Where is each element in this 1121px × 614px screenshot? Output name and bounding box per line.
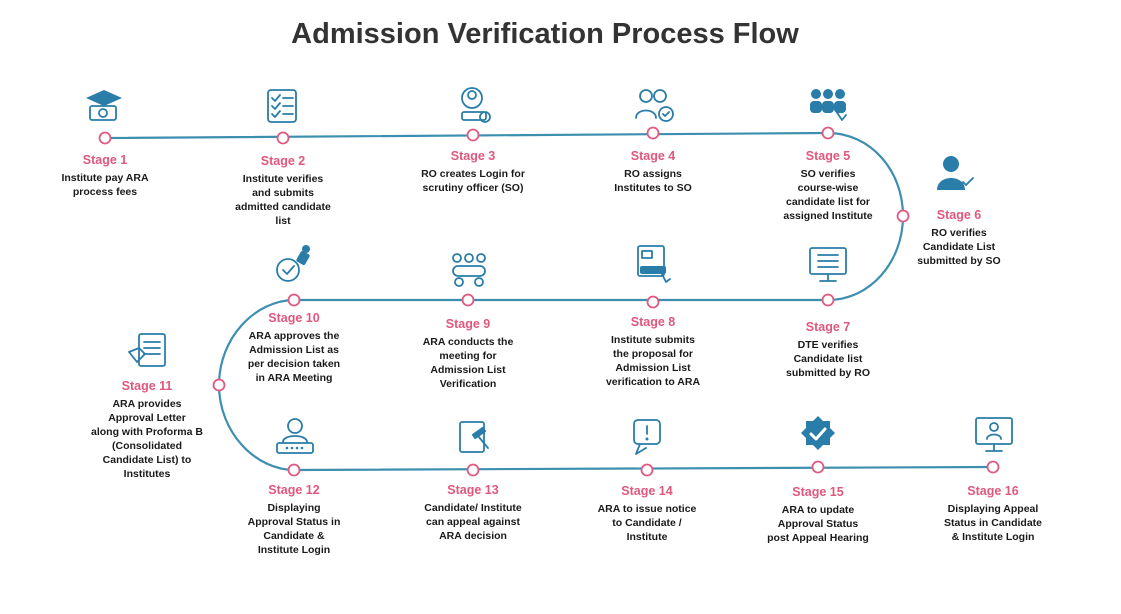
user-login-icon bbox=[461, 87, 491, 123]
stage-description: ARA conducts the meeting for Admission L… bbox=[422, 336, 514, 390]
stage-7: Stage 7 DTE verifies Candidate list submi… bbox=[748, 320, 908, 380]
stage-node bbox=[896, 209, 910, 223]
stage-label: Stage 16 bbox=[967, 484, 1019, 498]
stage-description: RO assigns Institutes to SO bbox=[614, 168, 692, 194]
stage-label: Stage 1 bbox=[82, 153, 128, 167]
stage-label: Stage 9 bbox=[445, 317, 491, 331]
stage-15: Stage 15 ARA to update Approval Status po… bbox=[738, 485, 898, 545]
stage-2: Stage 2 Institute verifies and submits ad… bbox=[203, 154, 363, 228]
user-password-icon bbox=[276, 418, 314, 454]
stage-description: Institute pay ARA process fees bbox=[61, 172, 149, 198]
stage-label: Stage 12 bbox=[268, 483, 320, 497]
stage-node bbox=[821, 126, 835, 140]
stage-description: Institute verifies and submits admitted … bbox=[235, 173, 331, 227]
stage-12: Stage 12 Displaying Approval Status in Ca… bbox=[214, 483, 374, 557]
page-title: Admission Verification Process Flow bbox=[291, 18, 799, 50]
stage-description: Institute submits the proposal for Admis… bbox=[605, 334, 701, 388]
checklist-icon bbox=[267, 89, 297, 123]
submit-form-icon bbox=[637, 245, 671, 283]
stage-4: Stage 4 RO assigns Institutes to SO bbox=[573, 149, 733, 195]
stage-10: Stage 10 ARA approves the Admission List … bbox=[214, 311, 374, 385]
stage-label: Stage 5 bbox=[805, 149, 851, 163]
stage-16: Stage 16 Displaying Appeal Status in Cand… bbox=[913, 484, 1073, 544]
stage-label: Stage 3 bbox=[450, 149, 496, 163]
stage-description: Candidate/ Institute can appeal against … bbox=[424, 502, 522, 542]
stage-label: Stage 6 bbox=[936, 208, 982, 222]
stage-node bbox=[640, 463, 654, 477]
stage-node bbox=[461, 293, 475, 307]
flow-path bbox=[104, 131, 994, 472]
appeal-gavel-icon bbox=[459, 421, 489, 453]
stage-label: Stage 4 bbox=[630, 149, 676, 163]
team-pointer-icon bbox=[810, 89, 847, 121]
stage-description: ARA approves the Admission List as per d… bbox=[247, 330, 341, 384]
stage-node bbox=[98, 131, 112, 145]
stage-node bbox=[287, 293, 301, 307]
notice-icon bbox=[633, 419, 661, 455]
stage-description: ARA to update Approval Status post Appea… bbox=[767, 504, 869, 544]
stage-node bbox=[811, 460, 825, 474]
stage-label: Stage 11 bbox=[121, 379, 173, 393]
stage-8: Stage 8 Institute submits the proposal fo… bbox=[573, 315, 733, 389]
stage-label: Stage 8 bbox=[630, 315, 676, 329]
stage-description: SO verifies course-wise candidate list f… bbox=[783, 168, 873, 222]
stage-description: ARA to issue notice to Candidate / Insti… bbox=[597, 503, 697, 543]
user-check-icon bbox=[937, 156, 974, 190]
stage-node bbox=[821, 293, 835, 307]
stage-description: DTE verifies Candidate list submitted by… bbox=[785, 339, 870, 379]
stage-description: Displaying Approval Status in Candidate … bbox=[247, 502, 341, 556]
stage-description: ARA provides Approval Letter along with … bbox=[90, 398, 203, 480]
stage-9: Stage 9 ARA conducts the meeting for Admi… bbox=[388, 317, 548, 391]
stage-label: Stage 10 bbox=[268, 311, 320, 325]
stage-description: RO verifies Candidate List submitted by … bbox=[917, 227, 1001, 267]
stage-label: Stage 15 bbox=[792, 485, 844, 499]
graduation-cap-money-icon bbox=[86, 90, 122, 121]
monitor-user-icon bbox=[975, 417, 1013, 452]
stage-node bbox=[986, 460, 1000, 474]
stage-6: Stage 6 RO verifies Candidate List submit… bbox=[879, 208, 1039, 268]
stage-node bbox=[646, 126, 660, 140]
stage-node bbox=[276, 131, 290, 145]
meeting-icon bbox=[452, 253, 486, 287]
approval-letter-icon bbox=[128, 333, 166, 367]
monitor-list-icon bbox=[809, 247, 847, 282]
stage-label: Stage 13 bbox=[447, 483, 499, 497]
stage-label: Stage 14 bbox=[621, 484, 673, 498]
stage-node bbox=[287, 463, 301, 477]
stage-5: Stage 5 SO verifies course-wise candidate… bbox=[748, 149, 908, 223]
stage-node bbox=[212, 378, 226, 392]
stage-1: Stage 1 Institute pay ARA process fees bbox=[25, 153, 185, 199]
stage-node bbox=[466, 463, 480, 477]
stage-node bbox=[646, 295, 660, 309]
stage-description: Displaying Appeal Status in Candidate & … bbox=[943, 503, 1042, 543]
stage-label: Stage 2 bbox=[260, 154, 306, 168]
stage-label: Stage 7 bbox=[805, 320, 851, 334]
stage-14: Stage 14 ARA to issue notice to Candidate… bbox=[567, 484, 727, 544]
approval-stamp-icon bbox=[276, 245, 310, 282]
stage-3: Stage 3 RO creates Login for scrutiny off… bbox=[393, 149, 553, 195]
verified-badge-icon bbox=[801, 416, 835, 450]
stage-11: Stage 11 ARA provides Approval Letter alo… bbox=[67, 379, 227, 481]
stage-13: Stage 13 Candidate/ Institute can appeal … bbox=[393, 483, 553, 543]
users-assign-icon bbox=[635, 89, 674, 122]
stage-node bbox=[466, 128, 480, 142]
stage-description: RO creates Login for scrutiny officer (S… bbox=[421, 168, 525, 194]
